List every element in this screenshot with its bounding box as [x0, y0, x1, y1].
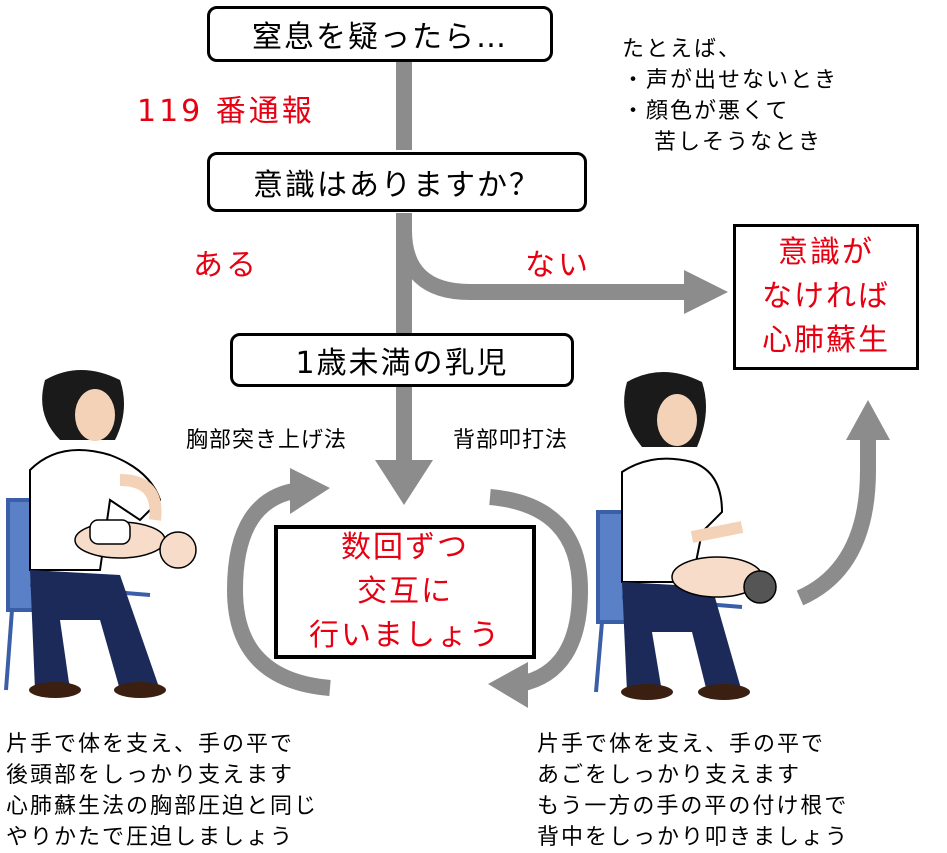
example-item-2: ・顔色が悪くて: [622, 99, 790, 124]
step-infant-label: 1歳未満の乳児: [295, 346, 509, 381]
alternate-box: 数回ずつ 交互に 行いましょう: [274, 525, 536, 659]
arrow-branch-right: [396, 229, 690, 300]
arrowhead-down: [375, 460, 433, 505]
example-item-2-cont: 苦しそうなとき: [654, 130, 823, 155]
person-chest-thrust-illustration: [4, 370, 197, 698]
step-consciousness-box: 意識はありますか？: [207, 152, 587, 212]
arrowhead-loop-right: [488, 662, 528, 708]
step-suspect-choking-label: 窒息を疑ったら…: [252, 20, 508, 55]
cpr-line-1: 意識が: [778, 235, 874, 270]
arrowhead-loop-left: [290, 468, 330, 514]
person-back-blow-illustration: [594, 372, 777, 700]
right-note-line-1: 片手で体を支え、手の平で: [537, 732, 826, 757]
call-119-text: 119 番通報: [137, 94, 315, 129]
alternate-line-2: 交互に: [357, 574, 453, 609]
loop-arc-right: [489, 489, 589, 692]
example-item-1: ・声が出せないとき: [622, 68, 839, 93]
right-note-line-2: あごをしっかり支えます: [537, 763, 802, 788]
cpr-line-2: なければ: [762, 279, 890, 314]
examples-intro: たとえば、: [622, 37, 743, 62]
cpr-line-3: 心肺蘇生: [762, 323, 890, 358]
examples-list: たとえば、 ・声が出せないとき ・顔色が悪くて 苦しそうなとき: [622, 34, 838, 158]
method-chest-thrust-label: 胸部突き上げ法: [186, 428, 348, 453]
step-consciousness-label: 意識はありますか？: [253, 168, 541, 203]
cpr-box: 意識が なければ 心肺蘇生: [733, 224, 919, 370]
left-note-line-1: 片手で体を支え、手の平で: [6, 732, 295, 757]
alternate-line-3: 行いましょう: [309, 618, 501, 653]
left-note-line-2: 後頭部をしっかり支えます: [6, 763, 295, 788]
left-instruction-note: 片手で体を支え、手の平で 後頭部をしっかり支えます 心肺蘇生法の胸部圧迫と同じ …: [6, 729, 318, 853]
branch-yes-label: ある: [193, 248, 259, 283]
left-note-line-3: 心肺蘇生法の胸部圧迫と同じ: [6, 794, 319, 819]
right-instruction-note: 片手で体を支え、手の平で あごをしっかり支えます もう一方の手の平の付け根で 背…: [537, 729, 849, 853]
method-back-blow-label: 背部叩打法: [453, 428, 569, 453]
branch-no-label: ない: [525, 248, 591, 283]
step-suspect-choking-box: 窒息を疑ったら…: [207, 6, 553, 62]
right-note-line-3: もう一方の手の平の付け根で: [537, 794, 849, 819]
alternate-line-1: 数回ずつ: [341, 530, 469, 565]
step-infant-box: 1歳未満の乳児: [230, 333, 574, 387]
arrowhead-right: [684, 270, 728, 314]
arrowhead-up: [846, 400, 890, 440]
arrow-up-right: [796, 432, 876, 606]
loop-arc-left: [226, 482, 331, 696]
